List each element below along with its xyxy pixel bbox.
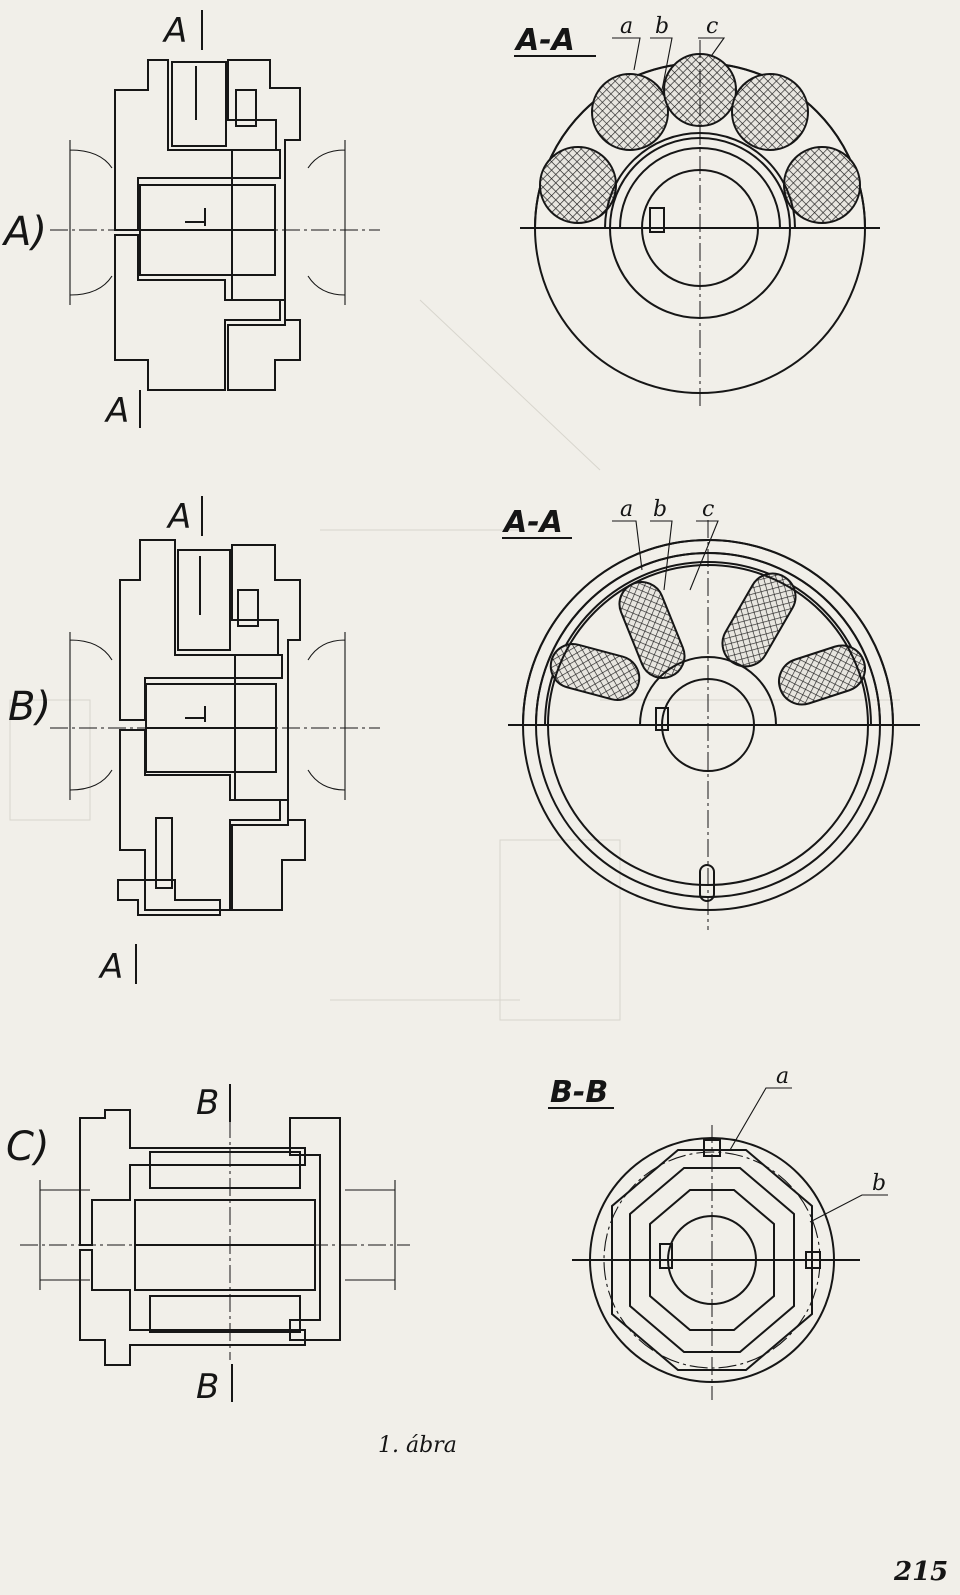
variant-c-cut-bottom: B — [196, 1367, 219, 1407]
variant-a-callout-b: b — [655, 14, 669, 39]
variant-a-longitudinal-section — [50, 59, 380, 391]
variant-b-cut-top: A — [166, 497, 191, 537]
variant-b-callout-b: b — [653, 497, 667, 522]
variant-a-section-title: A-A — [514, 23, 575, 58]
variant-a-callout-c: c — [706, 14, 718, 39]
variant-b-callout-c: c — [702, 497, 714, 522]
variant-b-label: B) — [8, 684, 51, 730]
variant-b: B) A A A-A a b c — [8, 496, 920, 987]
variant-c-cut-top: B — [196, 1083, 219, 1123]
variant-b-callout-a: a — [620, 497, 633, 522]
variant-c-label: C) — [6, 1124, 50, 1170]
variant-b-cross-section — [508, 520, 920, 930]
page-number: 215 — [893, 1557, 948, 1587]
variant-a-callout-a: a — [620, 14, 633, 39]
variant-c-section-title: B-B — [550, 1075, 608, 1110]
variant-b-section-title: A-A — [502, 505, 563, 540]
variant-a-cross-section — [520, 40, 880, 410]
variant-a-cut-bottom: A — [104, 391, 129, 431]
figure-caption: 1. ábra — [378, 1433, 457, 1458]
variant-b-longitudinal-section — [50, 539, 380, 916]
variant-a-label: A) — [1, 209, 47, 255]
bleed-through-decoration — [9, 299, 900, 1021]
variant-c-longitudinal-section — [20, 1109, 410, 1366]
variant-c-callout-a: a — [776, 1064, 789, 1089]
variant-c: C) B B B-B a b — [6, 1064, 888, 1407]
variant-c-callout-b: b — [872, 1171, 886, 1196]
variant-a-cut-top: A — [162, 11, 187, 51]
variant-b-cut-bottom: A — [98, 947, 123, 987]
variant-a: A) A A A-A a b c — [1, 10, 880, 431]
variant-c-cross-section — [572, 1125, 860, 1400]
